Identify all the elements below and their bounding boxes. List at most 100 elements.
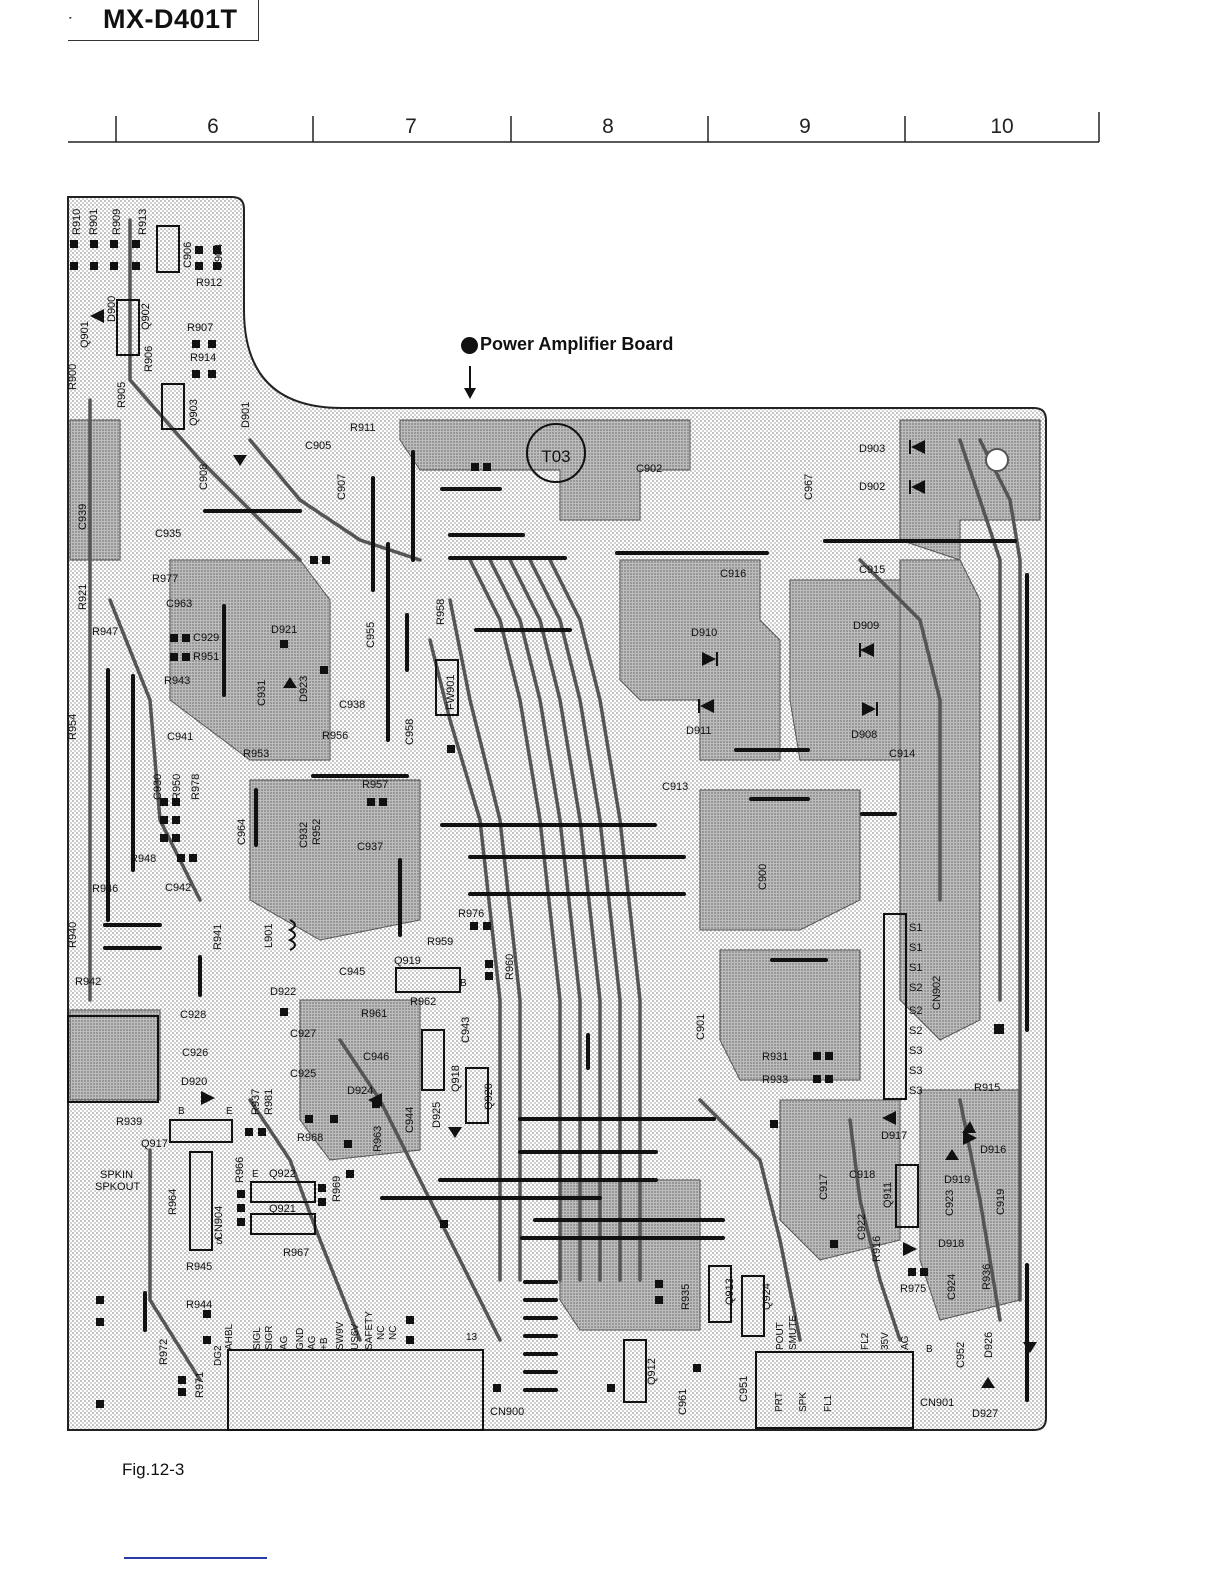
label-cn902-pins-1: S1 [909,942,922,954]
label-components-c908: C908 [198,464,210,490]
component-outlines [67,225,919,1431]
grid-label-7: 7 [405,115,417,138]
component-labels-vertical: C907 C967 C939 R921 C955 R958 C931 D923 … [67,209,1007,1415]
caption-bullet [461,337,478,354]
label-components-c901: C901 [695,1014,707,1040]
label-components-c922: C922 [856,1214,868,1240]
label-components-r915: R915 [974,1082,1000,1094]
label-cn900-pins-12: NC [388,1326,399,1340]
label-components-r981: R981 [263,1089,275,1115]
label-components-c929: C929 [193,632,219,644]
label-cn900-pins-3: SIGR [264,1326,275,1350]
label-components-r916: R916 [871,1236,883,1262]
label-components-r940: R940 [67,922,79,948]
label-components-d924: D924 [347,1085,373,1097]
label-components-r943: R943 [164,675,190,687]
label-components-c914: C914 [889,748,915,760]
label-components-r975: R975 [900,1283,926,1295]
label-components-r964: R964 [167,1189,179,1215]
label-components-r941: R941 [212,924,224,950]
label-cn900-pins-4: AG [279,1335,290,1350]
label-components-c906: C906 [182,242,194,268]
label-components-r978: R978 [190,774,202,800]
label-components-c905: C905 [305,440,331,452]
label-components-d911: D911 [686,725,711,737]
label-components-r967: R967 [283,1247,309,1259]
label-cn900-pins-7: +B [319,1337,330,1350]
grid-label-6: 6 [207,115,219,138]
label-cn900-pins-1: DG2 [213,1345,224,1366]
label-cn901-pins-1: SMUTE [788,1315,799,1350]
label-components-c907: C907 [336,474,348,500]
label-components-c938: C938 [339,699,365,711]
label-components-c926: C926 [182,1047,208,1059]
label-components-c961: C961 [677,1389,689,1415]
label-components-q918: Q918 [450,1065,462,1092]
grid-label-8: 8 [602,115,614,138]
label-components-r959: R959 [427,936,453,948]
label-components-cn900: CN900 [490,1406,524,1418]
label-components-c946: C946 [363,1051,389,1063]
grid-ruler [68,112,1100,143]
figure-label: Fig.12-3 [122,1460,185,1479]
label-components-r909: R909 [111,209,123,235]
label-components-r976: R976 [458,908,484,920]
label-cn900-pins-0: AHBL [224,1323,235,1350]
label-components-d909: D909 [853,620,879,632]
label-components-c928: C928 [180,1009,206,1021]
label-components-c927: C927 [290,1028,316,1040]
caption-arrowhead [464,388,476,399]
label-components-l901: L901 [263,924,275,948]
label-cn901-pins-2: FL2 [860,1332,871,1350]
label-components-r936: R936 [981,1264,993,1290]
label-components-c919: C919 [995,1189,1007,1215]
label-cn900-pins-10: SAFETY [364,1311,375,1350]
label-components-r969: R969 [331,1176,343,1202]
label-components-c967: C967 [803,474,815,500]
label-components-r951: R951 [193,651,219,663]
label-components-cn901: CN901 [920,1397,954,1409]
label-cn901-pins-3: 35V [880,1332,891,1350]
label-components-r907: R907 [187,322,213,334]
label-components-r906: R906 [143,346,155,372]
jumper-wires [103,450,1029,1402]
label-components-c944: C944 [404,1107,416,1133]
label-components-c915: C915 [859,564,885,576]
label-components-c923: C923 [944,1190,956,1216]
label-components-c931: C931 [256,680,268,706]
label-components-r971: R971 [194,1372,206,1398]
label-components-c932: C932 [298,822,310,848]
label-components-r900: R900 [67,364,79,390]
label-components-c904: C904 [213,244,225,270]
label-components-r972: R972 [158,1339,170,1365]
label-components-d923: D923 [298,676,310,702]
copper-planes [69,419,1041,1331]
label-cn900-pins-5: GND [295,1328,306,1350]
label-components-d919: D919 [944,1174,970,1186]
label-cn901-pins-4: AG [900,1335,911,1350]
footer-line [124,1557,267,1559]
label-components-fw901: FW901 [445,675,457,710]
label-pin-letters-3: B [460,978,467,989]
label-components-r944: R944 [186,1299,212,1311]
label-components-q901: Q901 [79,321,91,348]
label-components-spkin: SPKIN [100,1169,133,1181]
solder-pads [70,240,1004,1408]
label-components-cn902: CN902 [931,976,943,1010]
label-components-r935: R935 [680,1284,692,1310]
label-components-cn904: CN904 [213,1206,225,1240]
label-components-spkout: SPKOUT [95,1181,141,1193]
label-cn900-pins-11: NC [376,1326,387,1340]
label-components-r957: R957 [362,779,388,791]
label-components-r962: R962 [410,996,436,1008]
label-cn902-pins-5: S2 [909,1025,922,1037]
label-components-r910: R910 [71,209,83,235]
label-components-c941: C941 [167,731,193,743]
label-components-d927: D927 [972,1408,998,1420]
header-marker: ˙ [68,14,73,30]
label-components-c925: C925 [290,1068,316,1080]
label-components-c943: C943 [460,1017,472,1043]
board-outline [67,196,1047,1431]
t03-label: T03 [541,447,570,466]
